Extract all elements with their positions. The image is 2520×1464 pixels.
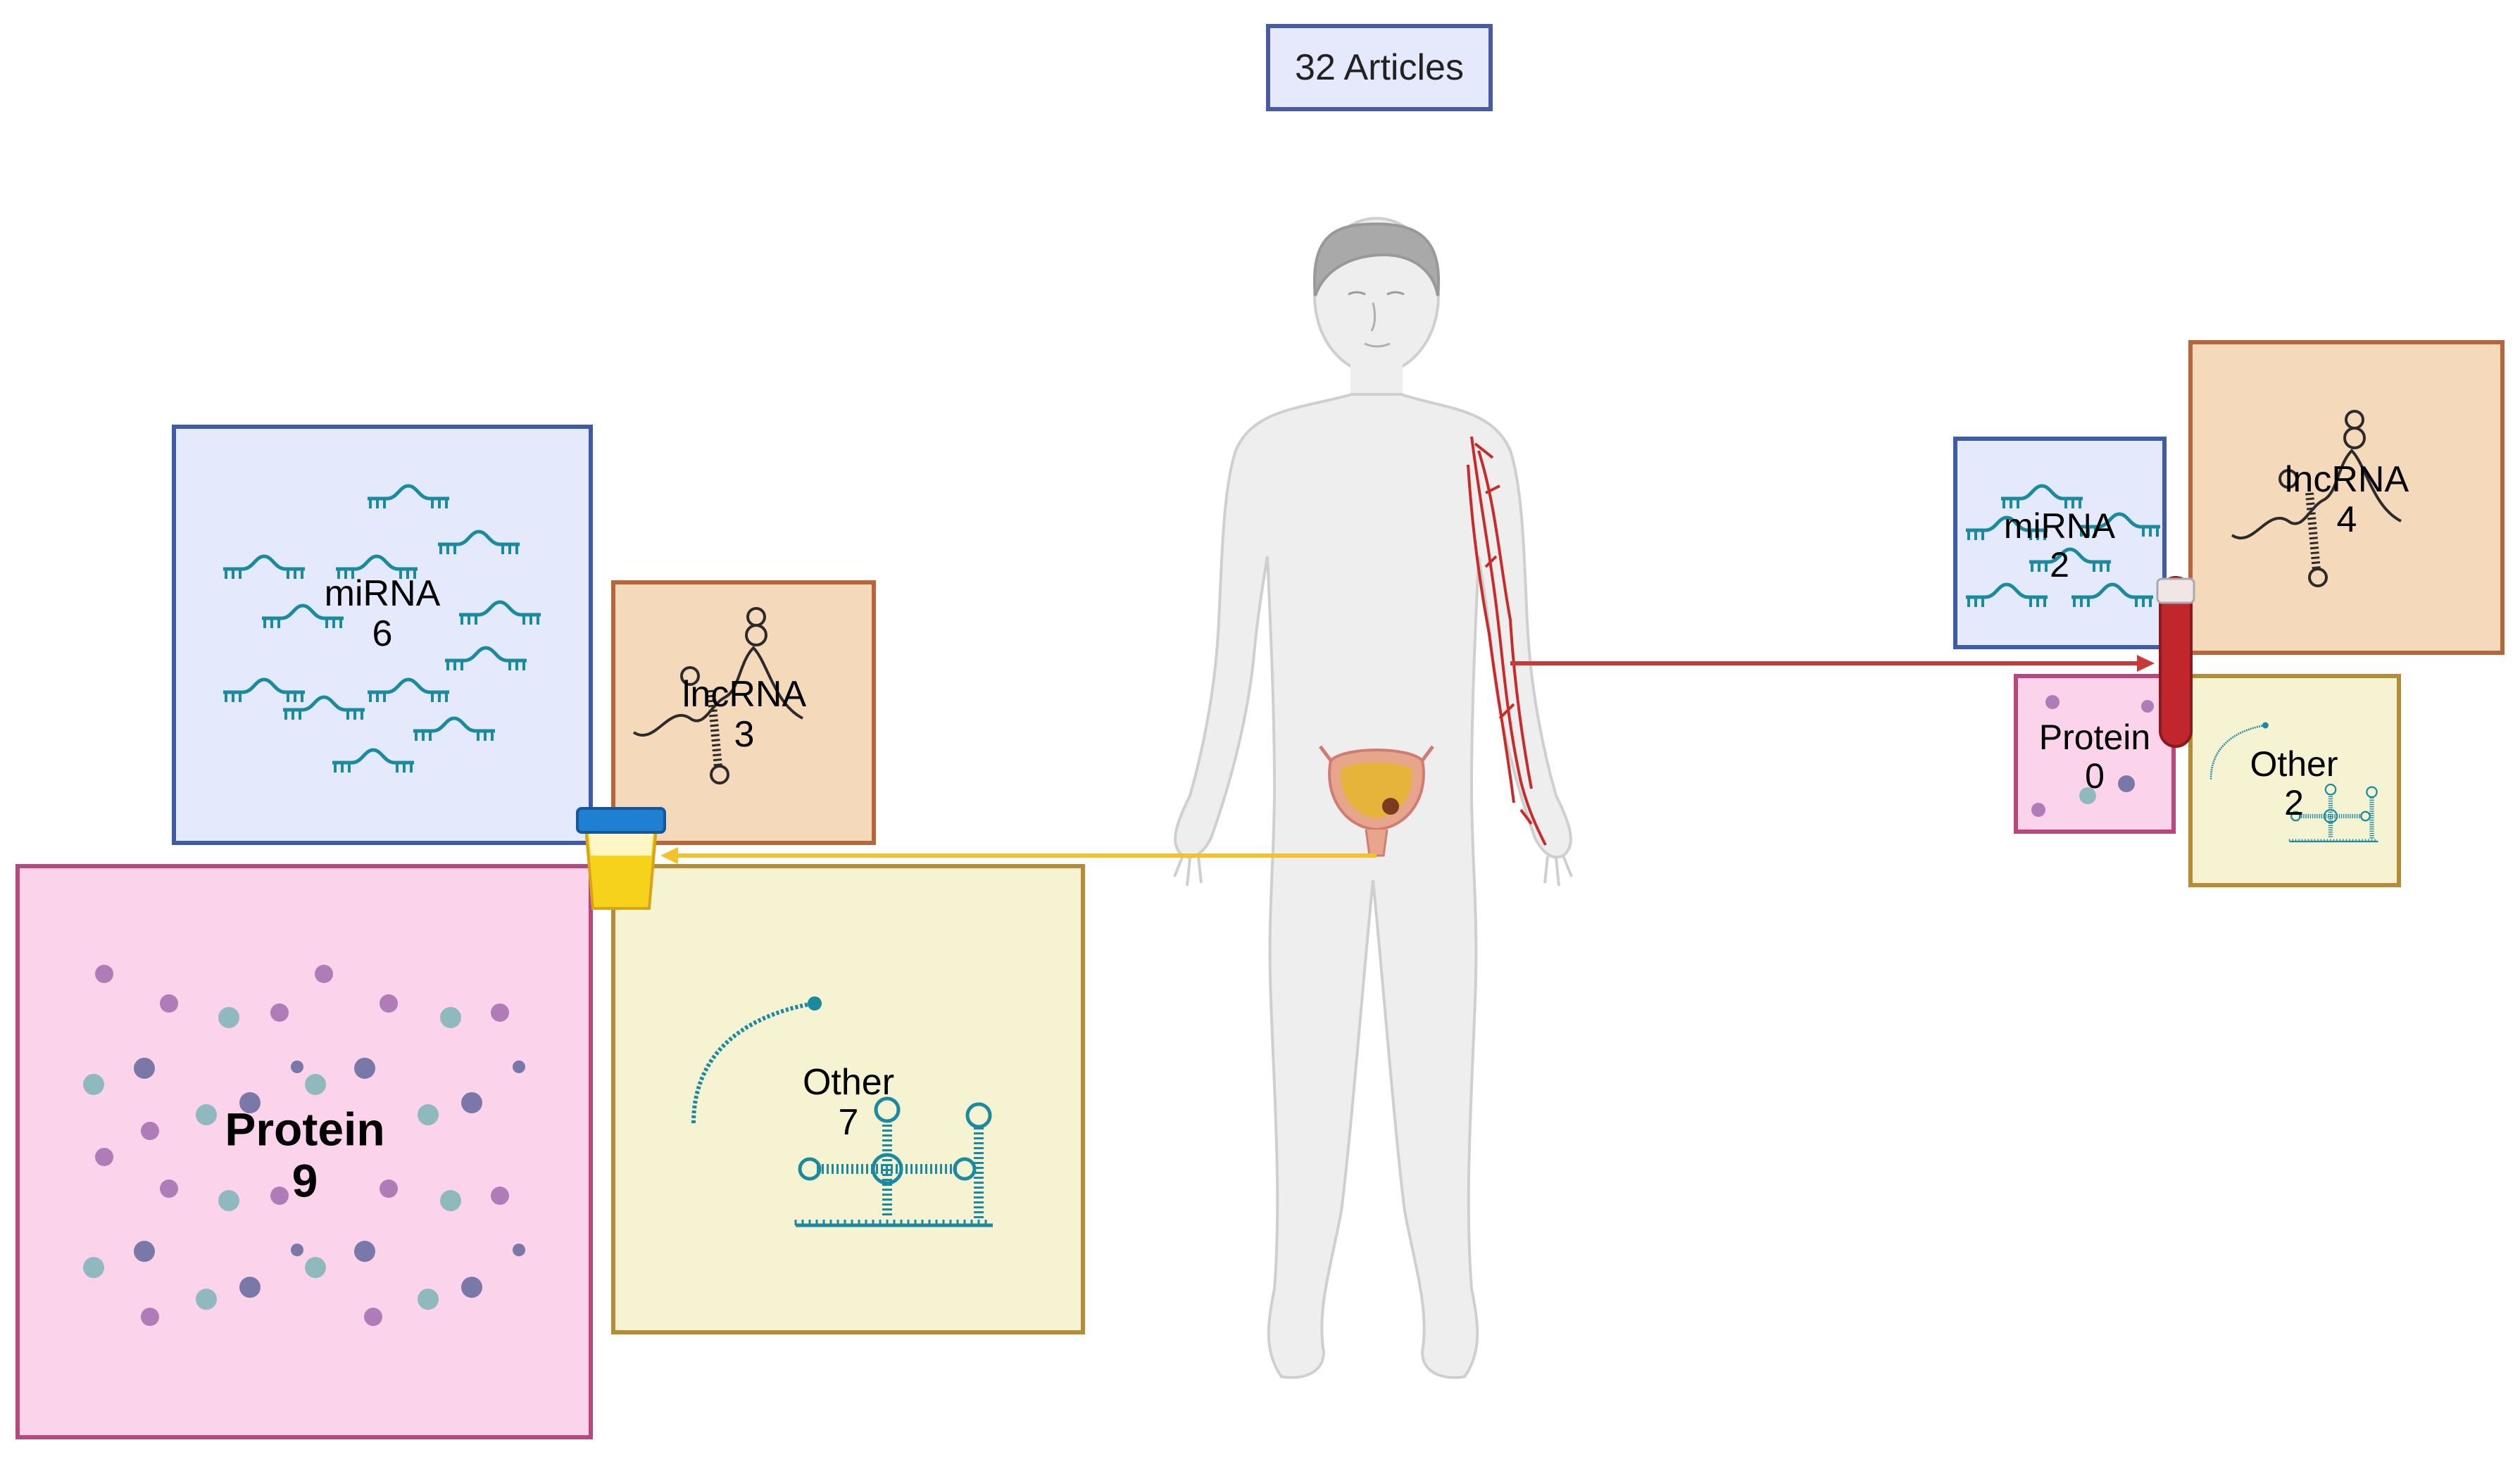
urine-protein-count: 9 [292, 1154, 318, 1206]
mirna-icon [332, 750, 414, 772]
blood-lncrna-box [2188, 340, 2505, 655]
urine-other-label: Other 7 [802, 1061, 895, 1143]
mirna-icon [445, 648, 527, 670]
mirna-icon [223, 680, 305, 702]
blood-protein-label: Protein 0 [2039, 718, 2150, 796]
urine-lncrna-box [611, 580, 876, 845]
mirna-icon [438, 532, 520, 554]
blood-mirna-box [1953, 437, 2167, 649]
blood-mirna-name: miRNA [2003, 506, 2116, 546]
bladder-icon [1319, 745, 1434, 857]
blood-mirna-count: 2 [2050, 545, 2069, 584]
urine-arrow [660, 847, 1377, 864]
blood-lncrna-name: lncRNA [2284, 458, 2409, 500]
urine-lncrna-name: lncRNA [682, 673, 807, 715]
blood-vessel-icon [1467, 436, 1547, 846]
mirna-icon [413, 718, 495, 741]
article-count-text: 32 Articles [1295, 47, 1464, 88]
urine-mirna-name: miRNA [324, 573, 441, 614]
urine-protein-box [15, 864, 593, 1439]
blood-protein-count: 0 [2085, 756, 2105, 796]
urine-mirna-label: miRNA 6 [324, 573, 441, 654]
blood-mirna-label: miRNA 2 [2004, 507, 2115, 584]
urine-cup-icon [576, 807, 666, 910]
blood-other-box [2188, 674, 2401, 887]
article-count-box: 32 Articles [1266, 24, 1493, 111]
blood-protein-name: Protein [2038, 718, 2151, 757]
urine-other-count: 7 [838, 1102, 859, 1143]
blood-tube-icon [2156, 576, 2195, 748]
urine-lncrna-label: lncRNA 3 [682, 673, 807, 755]
mirna-icon [368, 486, 449, 508]
blood-lncrna-count: 4 [2336, 499, 2357, 540]
mirna-icon [368, 680, 449, 702]
urine-protein-label: Protein 9 [225, 1103, 384, 1206]
urine-protein-name: Protein [225, 1103, 385, 1156]
mirna-icon [1966, 584, 2048, 607]
urine-lncrna-count: 3 [734, 714, 755, 755]
blood-arrow [1510, 655, 2155, 672]
mirna-icon [2001, 486, 2083, 508]
urine-other-name: Other [802, 1061, 895, 1103]
urine-mirna-count: 6 [372, 613, 393, 654]
mirna-icon [2071, 584, 2153, 607]
urine-mirna-box [172, 425, 593, 845]
blood-other-name: Other [2250, 744, 2338, 784]
urine-other-box [611, 864, 1085, 1334]
mirna-icon [459, 602, 541, 625]
human-body-icon [1173, 217, 1573, 1379]
blood-other-count: 2 [2284, 783, 2304, 822]
blood-protein-dots [2031, 695, 2154, 817]
blood-other-label: Other 2 [2250, 745, 2338, 822]
blood-lncrna-label: lncRNA 4 [2284, 458, 2409, 540]
urine-protein-dots [83, 965, 525, 1326]
mirna-icon [223, 556, 305, 579]
